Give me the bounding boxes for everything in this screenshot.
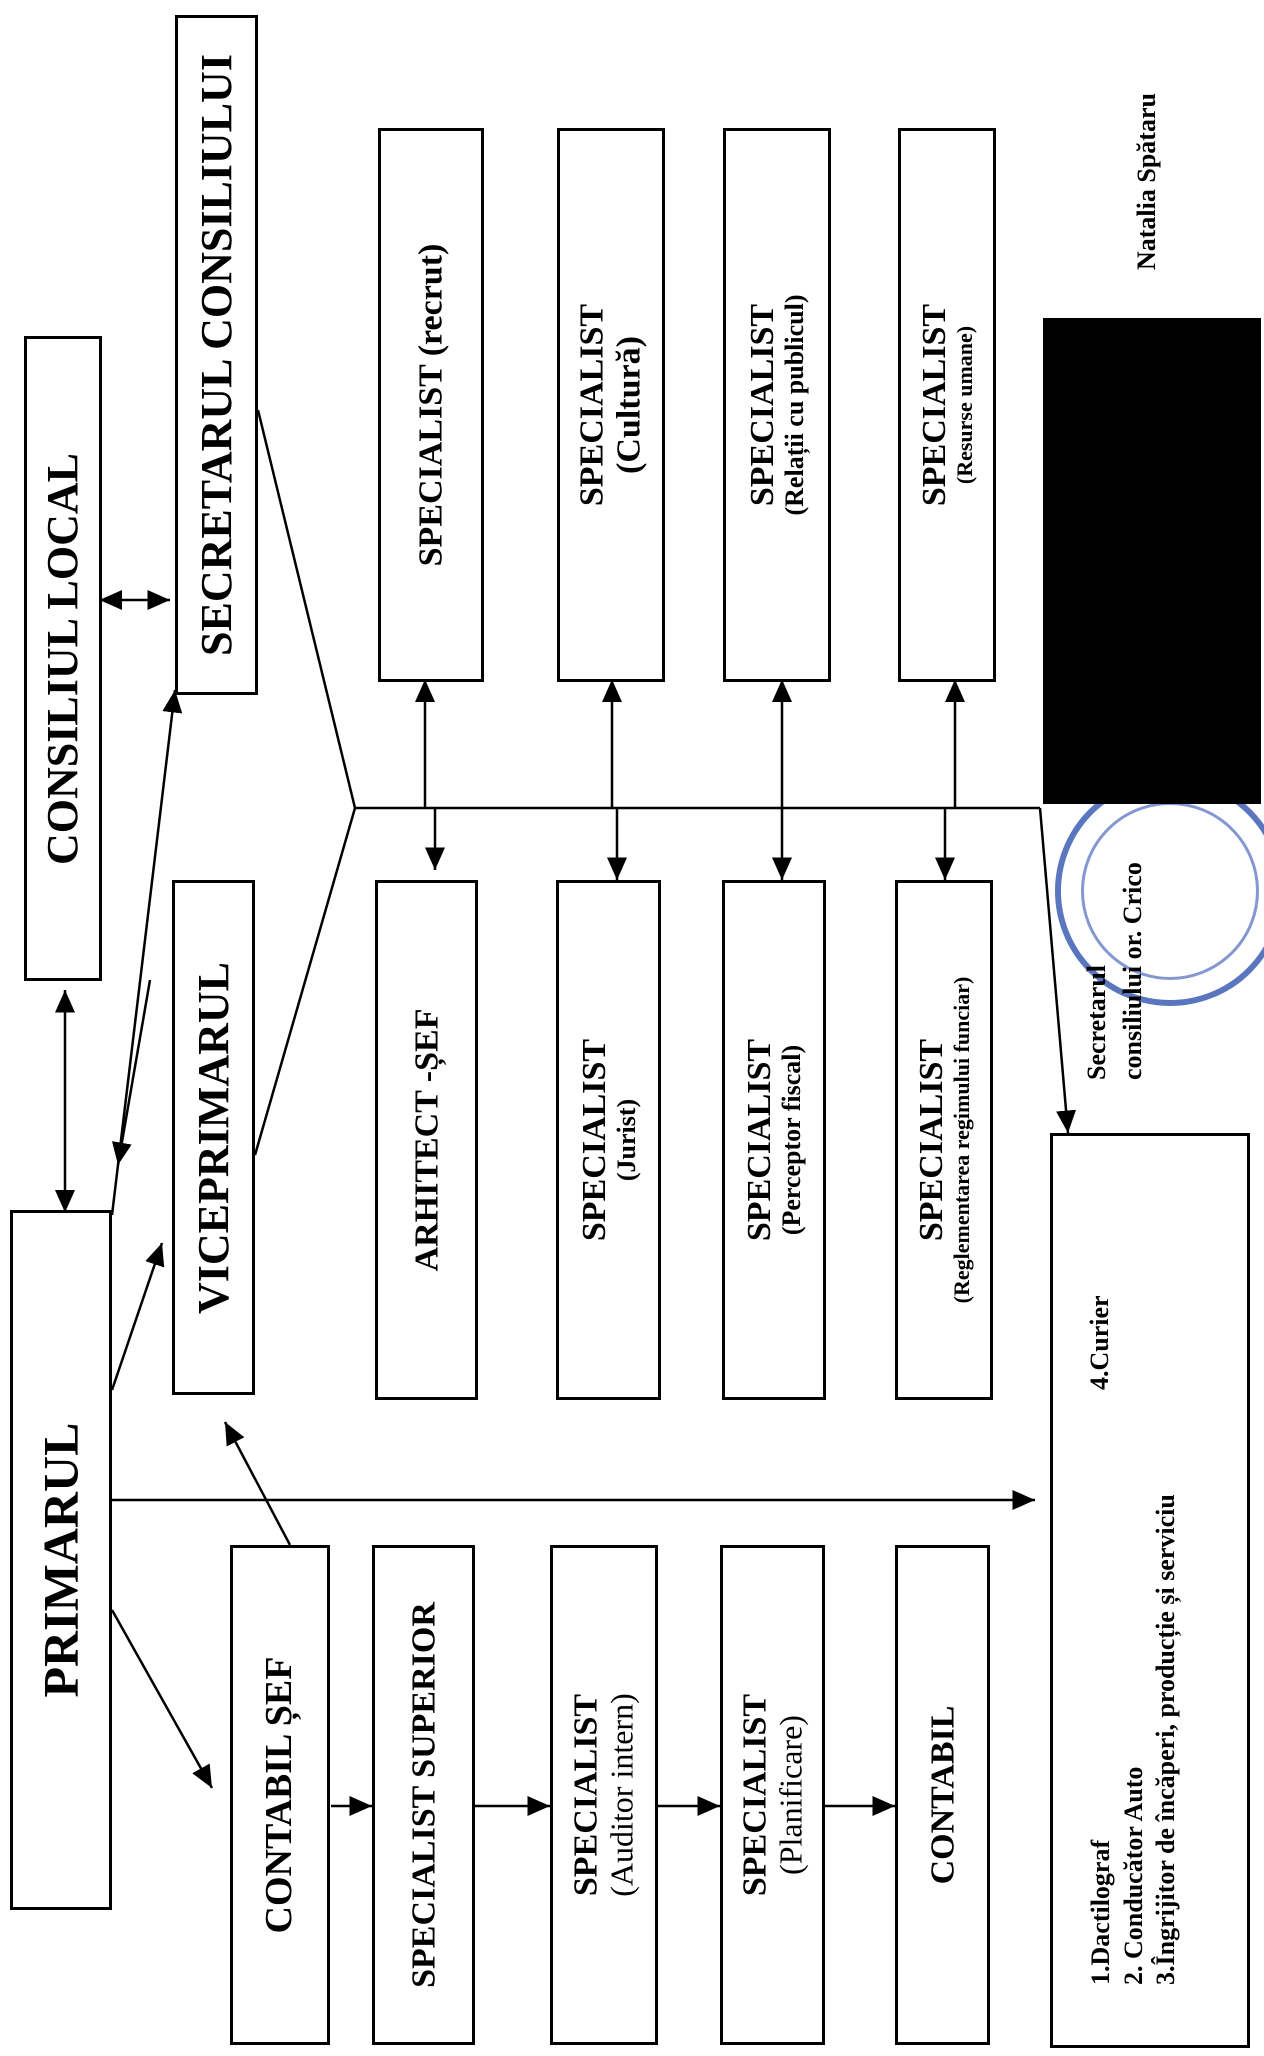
arhitect-label: ARHITECT -ȘEF [407, 1008, 445, 1272]
signature-line-2: consiliului or. Crico [1118, 862, 1147, 1080]
specialist-recrut-label: SPECIALIST (recrut) [412, 243, 450, 567]
specialist-cultura-box: SPECIALIST (Cultură) [557, 128, 665, 682]
specialist-cultura-sub: (Cultură) [611, 336, 648, 474]
specialist-regim-box: SPECIALIST (Reglementarea regimului func… [895, 880, 993, 1400]
staff-item-4: 4.Curier [1085, 1295, 1114, 1390]
specialist-superior-box: SPECIALIST SUPERIOR [372, 1545, 475, 2045]
specialist-perceptor-title: SPECIALIST [741, 1038, 779, 1242]
consiliul-local-box: CONSILIUL LOCAL [24, 336, 102, 981]
redacted-area [1043, 318, 1261, 804]
primarul-box: PRIMARUL [10, 1210, 112, 1910]
staff-box [1050, 1133, 1250, 2048]
contabil-label: CONTABIL [923, 1705, 961, 1885]
specialist-auditor-title: SPECIALIST [567, 1693, 605, 1897]
staff-item-2: 2. Conducător Auto [1118, 1766, 1148, 1985]
specialist-planificare-box: SPECIALIST (Planificare) [720, 1545, 825, 2045]
staff-list: 1.Dactilograf 2. Conducător Auto 3.Îngri… [1085, 1494, 1183, 1985]
viceprimarul-label: VICEPRIMARUL [188, 961, 238, 1314]
consiliul-local-label: CONSILIUL LOCAL [37, 452, 87, 865]
signature-line-1: Secretarul [1082, 964, 1111, 1080]
specialist-recrut-box: SPECIALIST (recrut) [378, 128, 484, 682]
specialist-auditor-box: SPECIALIST (Auditor intern) [550, 1545, 658, 2045]
specialist-planificare-title: SPECIALIST [736, 1693, 774, 1897]
specialist-resurse-box: SPECIALIST (Resurse umane) [898, 128, 996, 682]
contabil-sef-box: CONTABIL ȘEF [230, 1545, 330, 2045]
specialist-relatii-sub: (Relații cu publicul) [780, 294, 810, 516]
specialist-cultura-title: SPECIALIST [573, 303, 611, 507]
specialist-jurist-title: SPECIALIST [575, 1038, 613, 1242]
specialist-jurist-box: SPECIALIST (Jurist) [556, 880, 661, 1400]
specialist-regim-sub: (Reglementarea regimului funciar) [949, 976, 975, 1304]
contabil-box: CONTABIL [895, 1545, 990, 2045]
arhitect-box: ARHITECT -ȘEF [375, 880, 478, 1400]
contabil-sef-label: CONTABIL ȘEF [258, 1656, 301, 1934]
specialist-regim-title: SPECIALIST [913, 1038, 951, 1242]
staff-item-1: 1.Dactilograf [1086, 1839, 1115, 1985]
viceprimarul-box: VICEPRIMARUL [172, 880, 255, 1395]
specialist-perceptor-sub: (Perceptor fiscal) [777, 1044, 807, 1236]
staff-item-3: 3.Îngrijitor de încăperi, producție și s… [1151, 1494, 1180, 1985]
specialist-resurse-sub: (Resurse umane) [952, 325, 978, 485]
specialist-resurse-title: SPECIALIST [916, 303, 954, 507]
specialist-planificare-sub: (Planificare) [772, 1715, 809, 1875]
specialist-superior-label: SPECIALIST SUPERIOR [404, 1602, 442, 1988]
signature-name: Natalia Spătaru [1132, 93, 1161, 270]
primarul-label: PRIMARUL [32, 1422, 89, 1698]
specialist-perceptor-box: SPECIALIST (Perceptor fiscal) [722, 880, 826, 1400]
specialist-relatii-title: SPECIALIST [744, 303, 782, 507]
specialist-auditor-sub: (Auditor intern) [604, 1693, 641, 1897]
secretarul-label: SECRETARUL CONSILIULUI [191, 54, 241, 656]
specialist-relatii-box: SPECIALIST (Relații cu publicul) [723, 128, 831, 682]
specialist-jurist-sub: (Jurist) [611, 1098, 641, 1182]
secretarul-box: SECRETARUL CONSILIULUI [175, 15, 258, 695]
